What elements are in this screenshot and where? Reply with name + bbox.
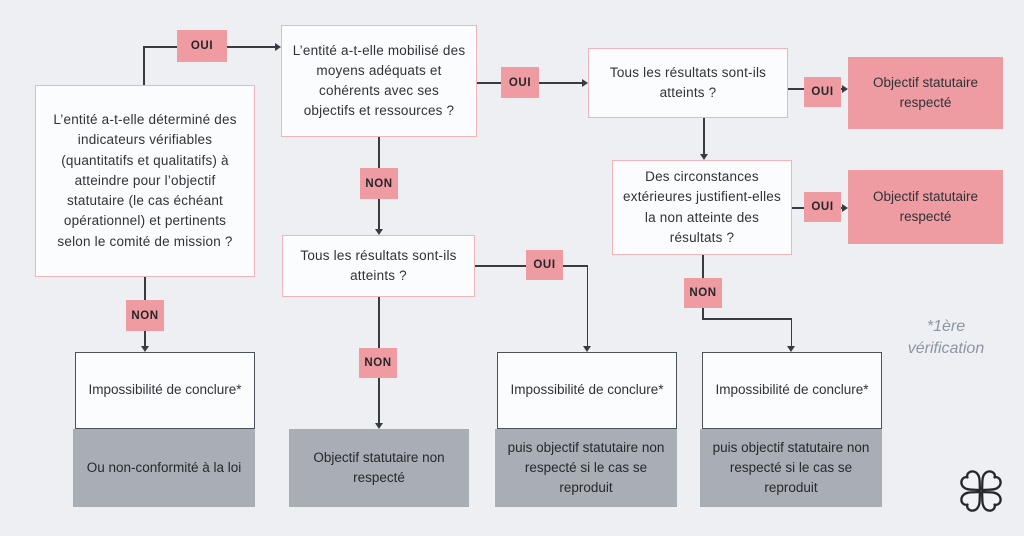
edge-label-oui-3: OUI [804, 77, 841, 107]
outcome-impossible-3: Impossibilité de conclure* [497, 352, 677, 429]
gray-nonconformity: Ou non-conformité à la loi [73, 429, 255, 507]
edge-label-oui-2: OUI [501, 67, 539, 98]
gray-not-respected: Objectif statutaire non respecté [289, 429, 469, 507]
arrowhead [582, 78, 588, 87]
question-results-mid: Tous les résultats sont-ils atteints ? [282, 235, 475, 297]
arrowhead [374, 423, 383, 429]
edge-label-non-1: NON [126, 300, 164, 331]
footnote-line1: *1ère [926, 318, 966, 335]
question-indicators: L’entité a-t-elle déterminé des indicate… [35, 85, 255, 277]
edge-label-oui-5: OUI [526, 250, 563, 280]
question-results-top: Tous les résultats sont-ils atteints ? [588, 48, 788, 118]
arrowhead [275, 42, 281, 51]
connector [790, 318, 792, 347]
question-circumstances: Des circonstances extérieures justifient… [612, 160, 792, 255]
connector [702, 318, 792, 320]
arrowhead [842, 203, 848, 212]
edge-label-non-3: NON [359, 348, 397, 378]
footnote-line2: vérification [907, 340, 985, 358]
outcome-impossible-4: Impossibilité de conclure* [702, 352, 882, 429]
connector [143, 46, 145, 85]
arrowhead [140, 346, 149, 352]
edge-label-oui-4: OUI [804, 192, 841, 222]
connector [586, 265, 588, 347]
arrowhead [583, 346, 591, 352]
arrowhead [374, 229, 383, 235]
arrowhead [699, 154, 708, 160]
edge-label-non-4: NON [684, 278, 722, 308]
four-hearts-clover-icon [960, 470, 1002, 512]
arrowhead [787, 346, 795, 352]
footnote-first-verification: *1ère vérification [886, 316, 1006, 361]
result-respected-1: Objectif statutaire respecté [848, 57, 1003, 129]
arrowhead [842, 84, 848, 93]
gray-repeat-3: puis objectif statutaire non respecté si… [495, 429, 677, 507]
edge-label-oui-1: OUI [177, 30, 227, 62]
edge-label-non-2: NON [360, 168, 398, 199]
result-respected-2: Objectif statutaire respecté [848, 170, 1003, 244]
outcome-impossible-1: Impossibilité de conclure* [75, 352, 255, 429]
connector [703, 118, 705, 155]
gray-repeat-4: puis objectif statutaire non respecté si… [700, 429, 882, 507]
question-means: L’entité a-t-elle mobilisé des moyens ad… [281, 25, 477, 137]
